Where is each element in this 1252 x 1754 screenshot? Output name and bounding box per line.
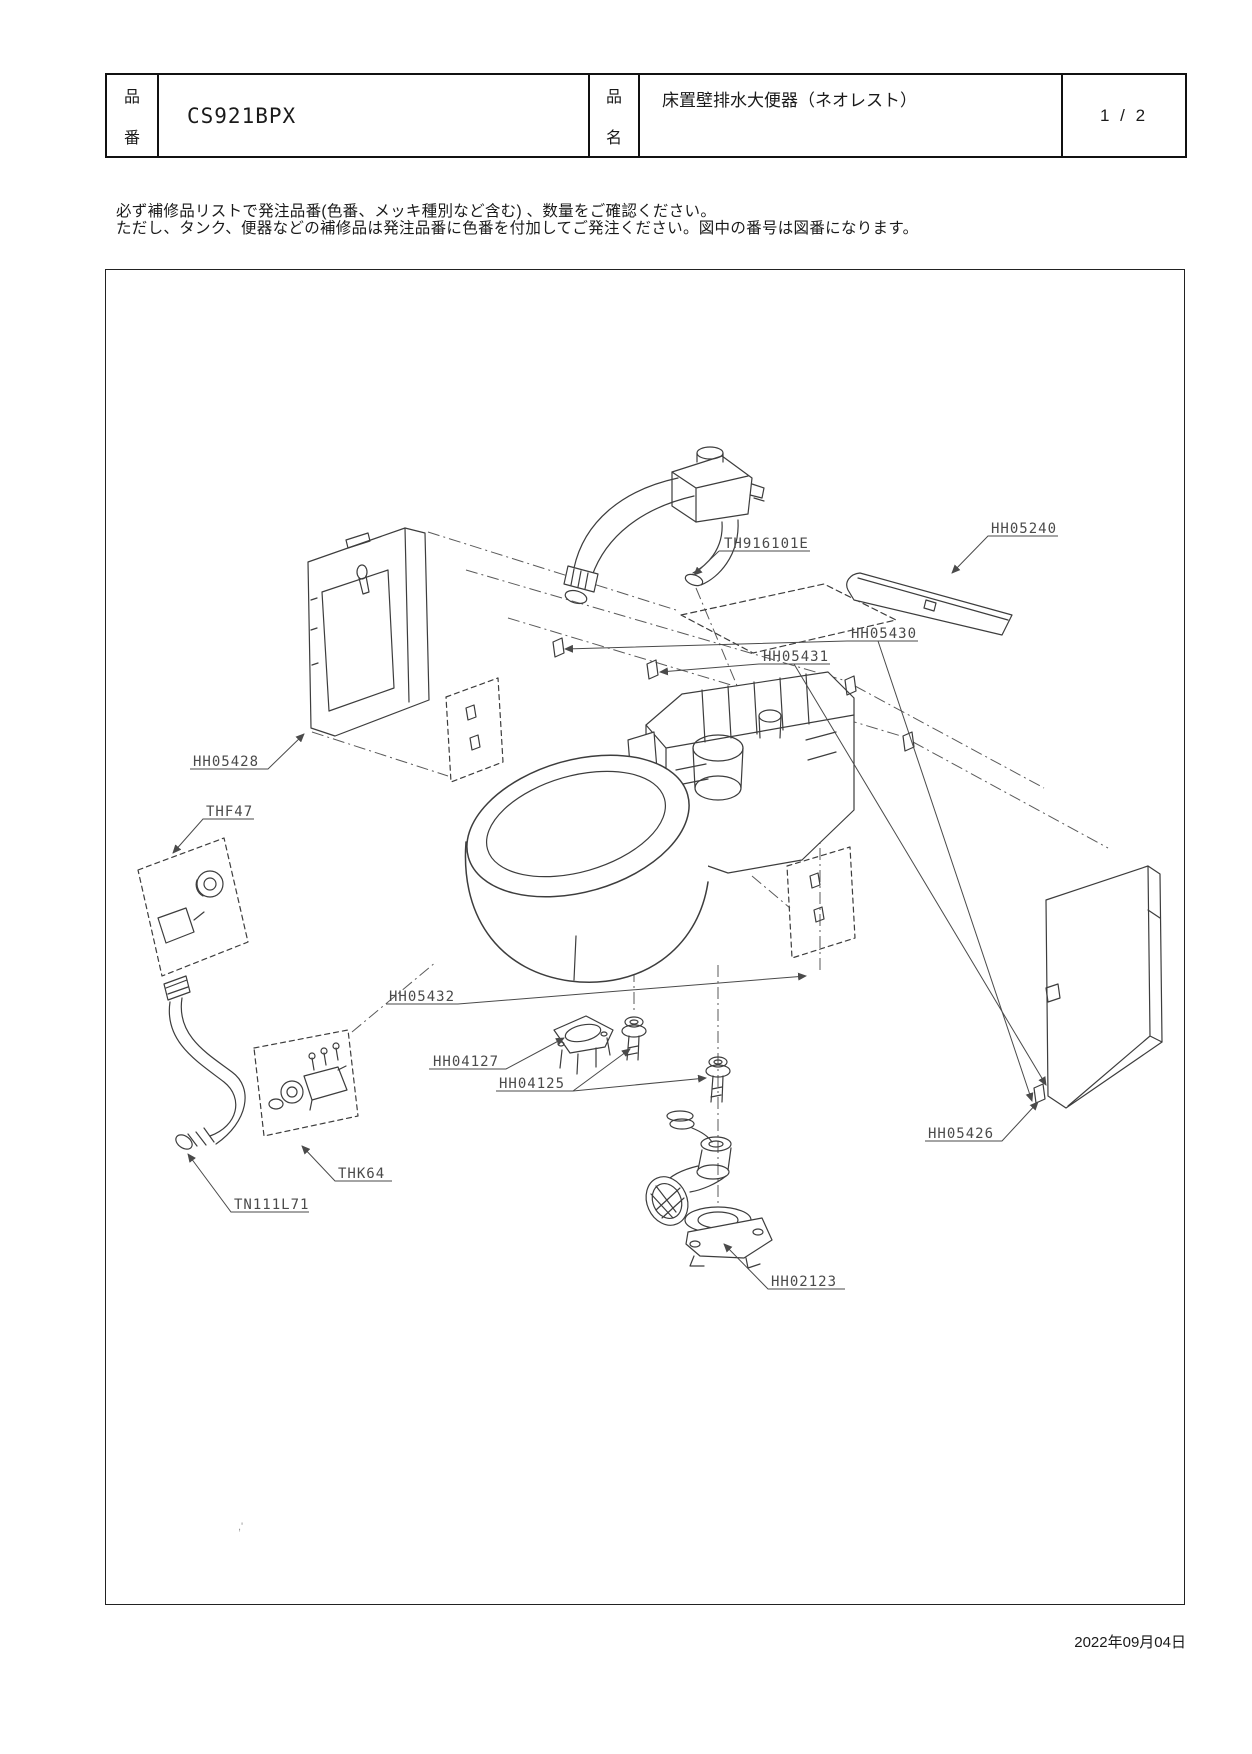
part-label-tn111l71: TN111L71 xyxy=(234,1197,309,1213)
part-label-hh02123: HH02123 xyxy=(771,1274,837,1290)
right-gasket-dashed-outline xyxy=(786,846,856,959)
top-cover-drawing xyxy=(846,572,1013,636)
right-panel-drawing xyxy=(1045,865,1163,1109)
projection-lines xyxy=(311,531,1109,1222)
order-notes: 必ず補修品リストで発注品番(色番、メッキ種別など含む) 、数量をご確認ください。… xyxy=(116,203,918,237)
part-label-thf47: THF47 xyxy=(206,804,253,820)
product-name-label-cell: 品 名 xyxy=(590,75,640,156)
header-table: 品 番 CS921BPX 品 名 床置壁排水大便器（ネオレスト） 1 / 2 xyxy=(105,73,1187,158)
leader-lines xyxy=(172,535,1058,1290)
bracket-drawing xyxy=(553,1015,614,1075)
product-name-cell: 床置壁排水大便器（ネオレスト） xyxy=(640,75,1063,156)
supply-hose-drawing xyxy=(163,975,246,1150)
seat-plate-dashed-outline xyxy=(680,583,897,654)
left-panel-drawing xyxy=(307,527,430,737)
product-name-label-top: 品 xyxy=(605,89,622,106)
note-line-2: ただし、タンク、便器などの補修品は発注品番に色番を付加してご発注ください。図中の… xyxy=(116,220,919,237)
drain-socket-drawing xyxy=(645,1110,773,1269)
part-label-hh04125: HH04125 xyxy=(499,1076,565,1092)
part-number-cell: CS921BPX xyxy=(159,75,590,156)
print-date: 2022年09月04日 xyxy=(1074,1634,1186,1651)
spray-unit-dashed-box xyxy=(137,837,249,977)
page-indicator: 1 / 2 xyxy=(1099,105,1149,125)
note-line-1: 必ず補修品リストで発注品番(色番、メッキ種別など含む) 、数量をご確認ください。 xyxy=(116,203,717,220)
part-number-value: CS921BPX xyxy=(187,103,297,128)
part-number-label-cell: 品 番 xyxy=(107,75,159,156)
part-label-hh04127: HH04127 xyxy=(433,1054,499,1070)
toilet-bowl-drawing xyxy=(464,754,709,983)
valve-unit-dashed-box xyxy=(253,1029,359,1137)
part-label-thk64: THK64 xyxy=(338,1166,385,1182)
page-indicator-cell: 1 / 2 xyxy=(1063,75,1185,156)
stray-print-mark: ,' xyxy=(238,1521,243,1533)
part-label-th916101e: TH916101E xyxy=(724,536,809,552)
part-number-label-top: 品 xyxy=(123,89,140,106)
part-label-hh05428: HH05428 xyxy=(193,754,259,770)
product-name-value: 床置壁排水大便器（ネオレスト） xyxy=(662,91,917,110)
part-label-hh05426: HH05426 xyxy=(928,1126,994,1142)
diagram-frame: TH916101E HH05240 HH05430 HH05431 HH0542… xyxy=(105,269,1185,1605)
left-gasket-dashed-outline xyxy=(445,677,504,783)
hose-assembly-drawing xyxy=(563,446,765,605)
fixing-bolts-drawing xyxy=(621,1016,731,1103)
part-label-hh05240: HH05240 xyxy=(991,521,1057,537)
exploded-parts-diagram: TH916101E HH05240 HH05430 HH05431 HH0542… xyxy=(137,446,1163,1533)
part-label-hh05432: HH05432 xyxy=(389,989,455,1005)
product-name-label-bottom: 名 xyxy=(605,130,622,147)
part-label-hh05430: HH05430 xyxy=(851,626,917,642)
part-number-label-bottom: 番 xyxy=(123,130,140,147)
part-label-hh05431: HH05431 xyxy=(763,649,829,665)
